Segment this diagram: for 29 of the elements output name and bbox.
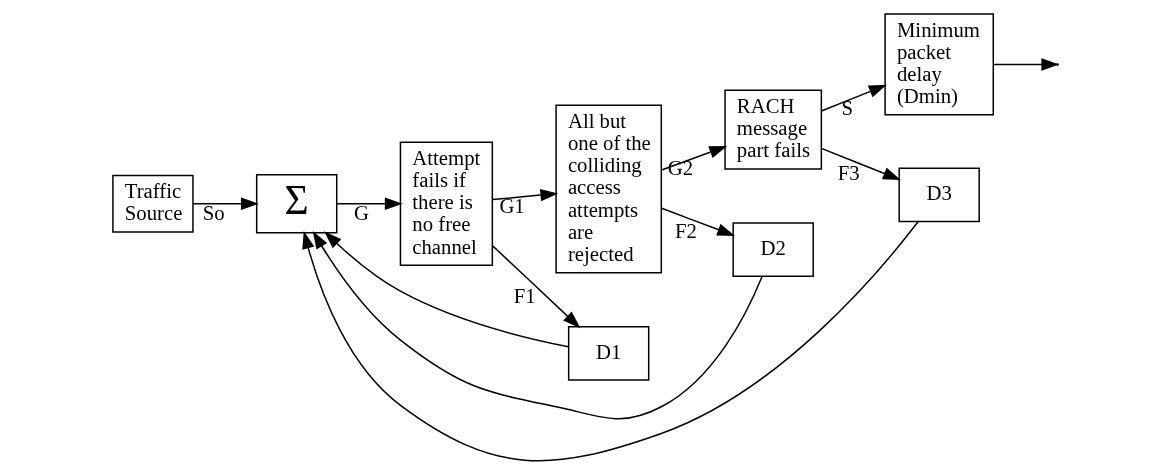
arrow	[992, 58, 1060, 71]
node-box: Traffic Source	[112, 174, 194, 233]
edge-label: G1	[499, 195, 525, 218]
node-box: D3	[898, 167, 980, 223]
arrow	[491, 245, 581, 329]
arrow	[491, 188, 559, 202]
node-box: All but one of the colliding access attempts are rejected	[555, 104, 663, 274]
arrow	[302, 220, 919, 462]
node-box: RACH message part fails	[724, 89, 823, 170]
node-box: D2	[732, 222, 814, 278]
arrow	[820, 84, 887, 112]
arrow	[324, 231, 570, 348]
node-box: Minimum packet delay (Dmin)	[884, 13, 994, 116]
arrow	[312, 230, 763, 420]
arrow	[820, 147, 901, 181]
node-box: Attempt fails if there is no free channel	[399, 141, 494, 266]
arrow	[661, 146, 728, 171]
edge-label: G	[353, 202, 369, 225]
arrow	[661, 207, 735, 236]
edge-label: F3	[837, 162, 860, 185]
arrow	[336, 197, 403, 210]
node-box: D1	[567, 326, 650, 381]
edge-label: S	[841, 96, 854, 119]
node-box: Σ	[255, 174, 338, 234]
edge-label: F2	[674, 220, 697, 243]
edge-label: G2	[667, 157, 694, 180]
edge-label: F1	[513, 284, 536, 307]
edge-label: So	[202, 202, 225, 225]
arrow	[192, 197, 259, 210]
